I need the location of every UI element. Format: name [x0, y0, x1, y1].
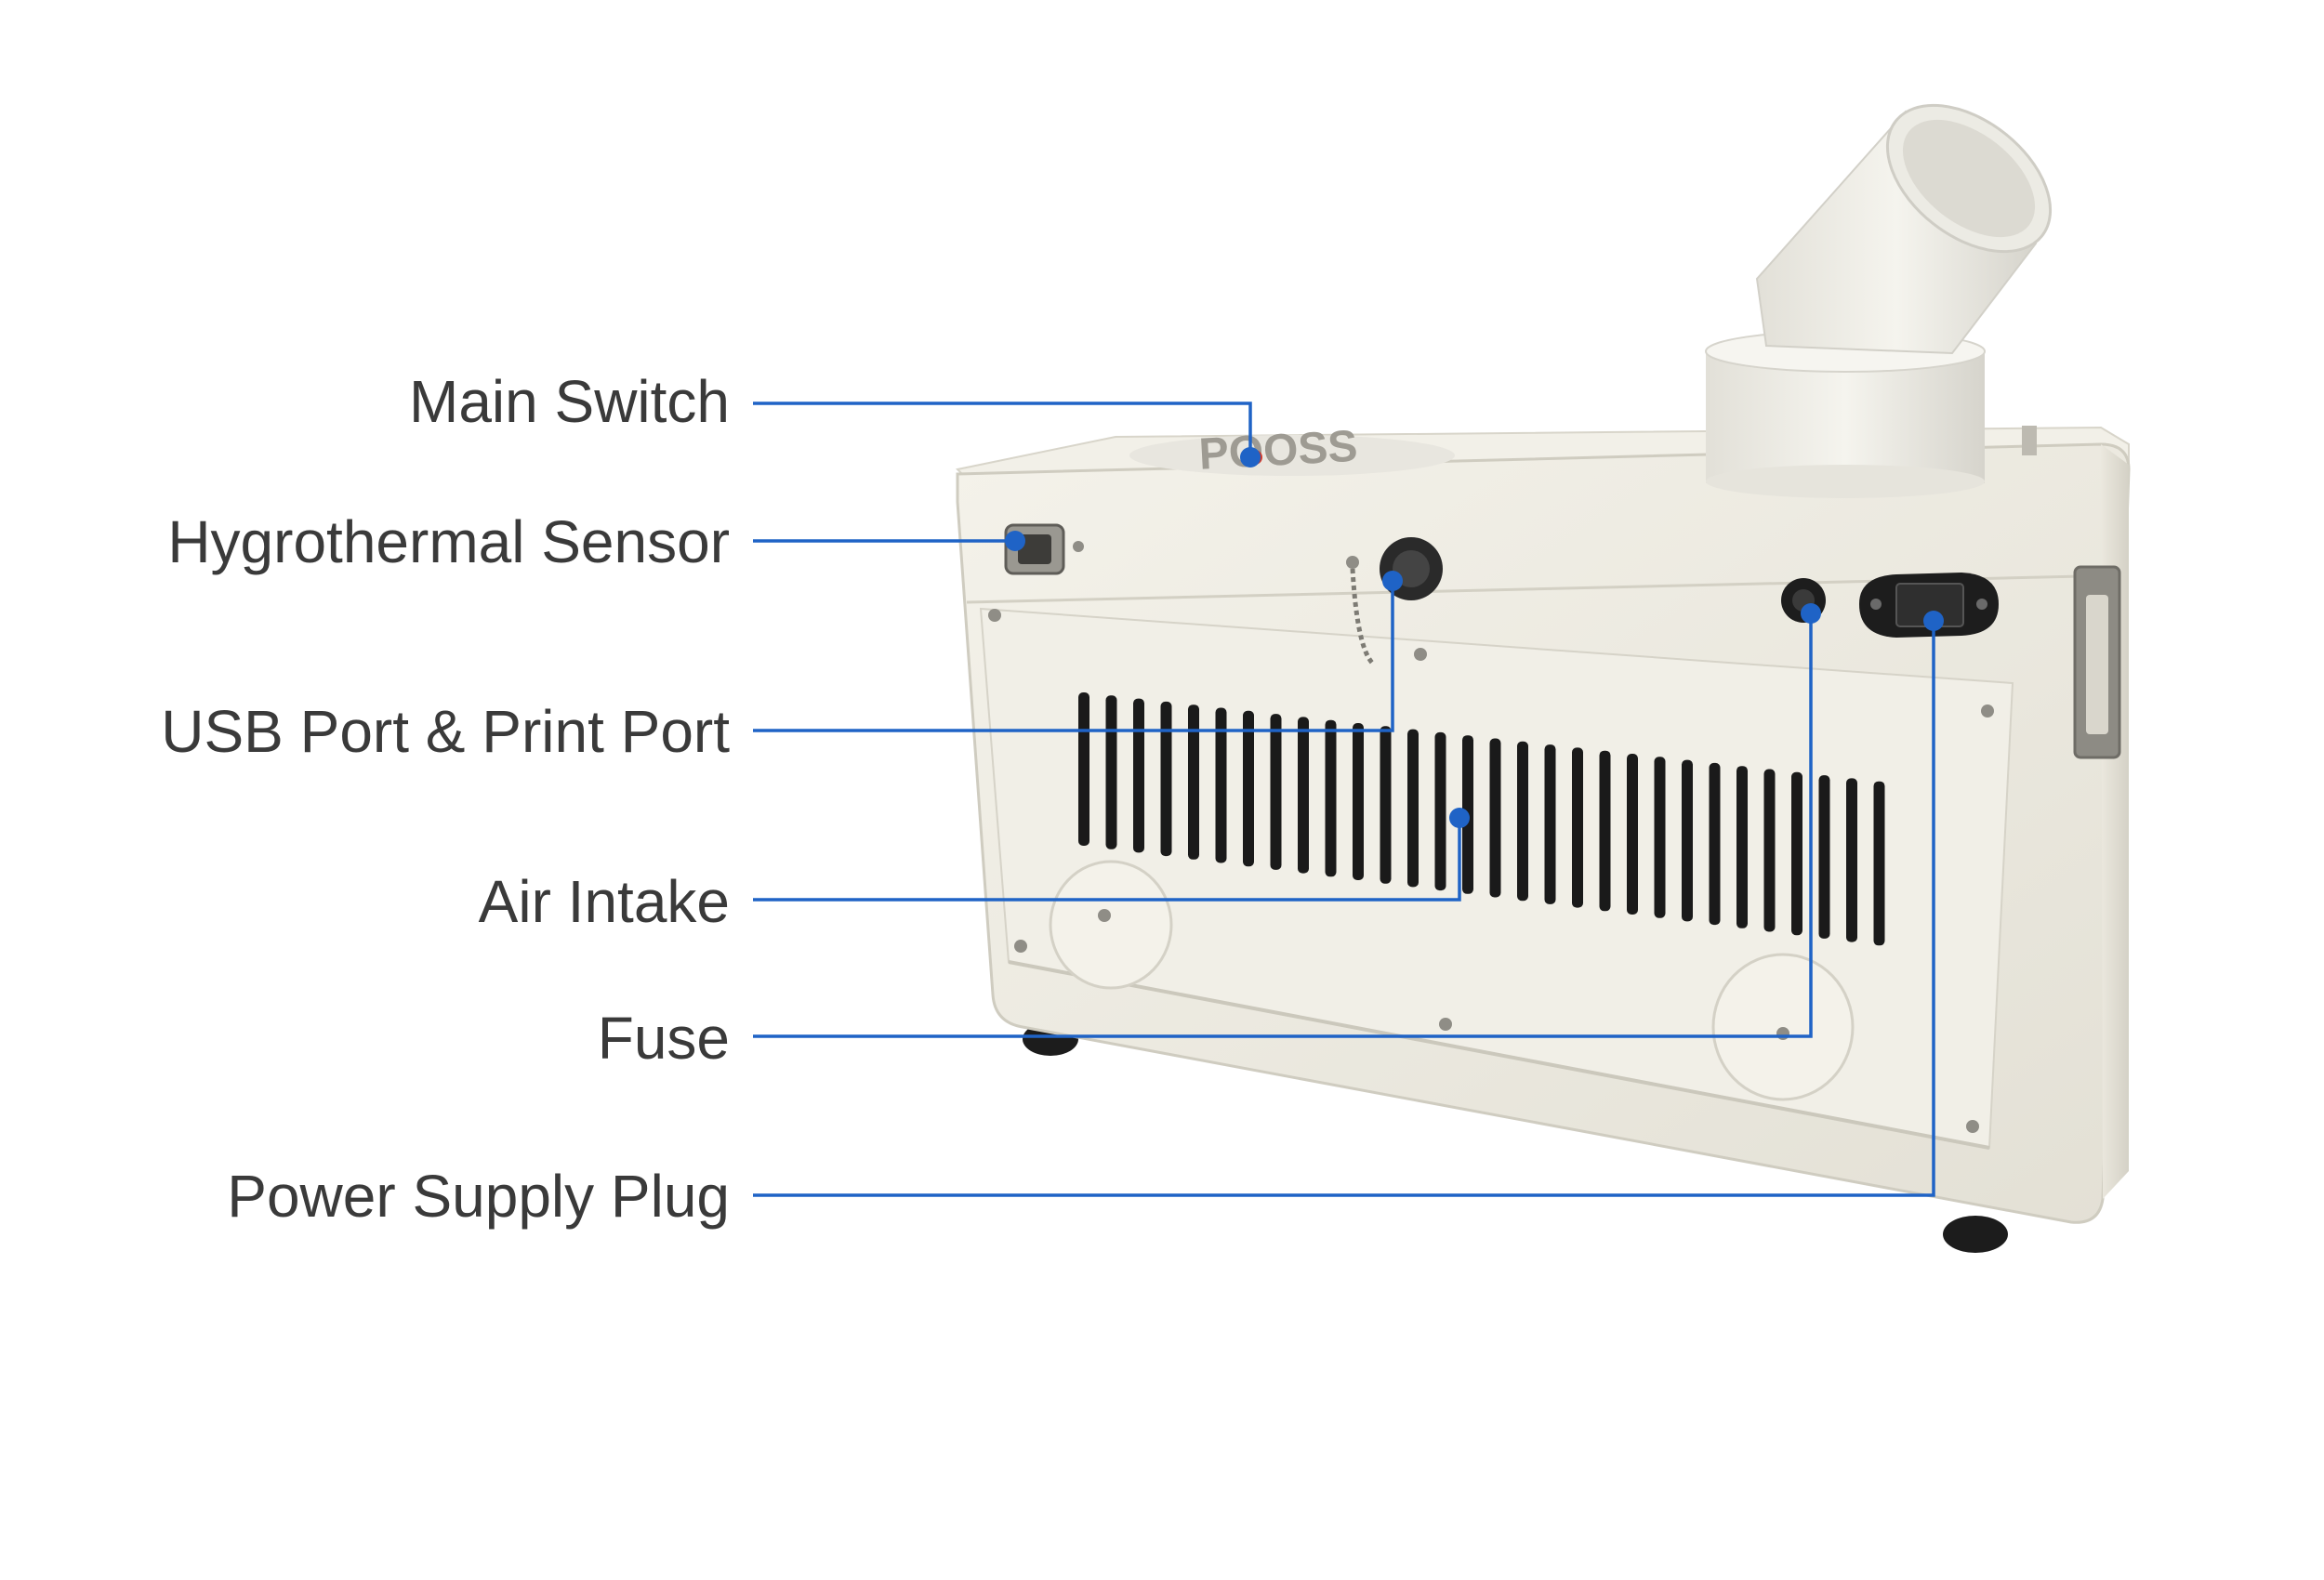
vent-slot	[1736, 766, 1748, 928]
leader-fuse-dot	[1801, 603, 1821, 624]
pipe-opening-inner	[1902, 119, 2036, 238]
vent-slot	[1298, 717, 1309, 874]
screw	[988, 609, 1001, 622]
filter-cap-left	[1049, 860, 1173, 990]
leader-air-intake	[753, 818, 1461, 902]
screw	[1439, 1018, 1452, 1031]
vent-slot	[1818, 775, 1830, 939]
vent-slot	[1353, 723, 1364, 880]
vent-slot	[1517, 741, 1528, 902]
vent-slot	[1627, 754, 1638, 915]
vent-slot	[1682, 759, 1693, 922]
leader-usb-print-port	[753, 581, 1394, 732]
screw	[1776, 1027, 1789, 1040]
top-post	[2022, 426, 2037, 455]
vent-slot	[1078, 692, 1089, 846]
leader-power-supply-plug-dot	[1923, 611, 1944, 631]
vent-slot	[1105, 695, 1117, 849]
vent-slot	[1188, 704, 1199, 860]
leader-usb-print-port-dot	[1382, 571, 1403, 591]
vent-slot	[1846, 778, 1857, 942]
pipe-base-bottom	[1706, 465, 1985, 498]
top-logo-marking: POOSS	[1197, 422, 1358, 480]
vent-slot	[1270, 714, 1282, 870]
vent-slot	[1325, 719, 1337, 877]
leader-main-switch	[753, 402, 1252, 457]
chain	[1350, 568, 1376, 666]
vent-slot	[1434, 731, 1446, 891]
callout-leader-lines	[753, 402, 1944, 1197]
vent-slot	[1572, 747, 1583, 908]
logo-plate	[1129, 435, 1455, 476]
vent-slot	[1407, 729, 1419, 888]
side-handle-inner	[2086, 595, 2108, 734]
vent-slot	[1873, 781, 1885, 946]
vent-slot	[1599, 750, 1611, 912]
vent-slot	[1243, 710, 1254, 867]
label-air-intake: Air Intake	[478, 868, 730, 935]
vent-slot	[1763, 769, 1776, 932]
screw	[1870, 599, 1882, 610]
device-side-panel	[2101, 444, 2129, 1199]
vent-slot	[1654, 757, 1666, 918]
vent-slot	[1791, 771, 1802, 936]
leader-fuse	[753, 613, 1813, 1038]
screw	[1414, 648, 1427, 661]
vent-slot	[1215, 707, 1227, 863]
screw	[1981, 704, 1994, 718]
screw	[1098, 909, 1111, 922]
leader-power-supply-plug	[753, 621, 1935, 1197]
vent-slot	[1709, 762, 1721, 926]
vent-slot	[1380, 726, 1392, 884]
vent-slot	[1544, 744, 1556, 904]
screw	[1014, 940, 1027, 953]
leader-hygrothermal-sensor-dot	[1005, 531, 1025, 551]
vent-slot	[1133, 698, 1144, 853]
screw	[1976, 599, 1987, 610]
screw	[1346, 556, 1359, 569]
foot-right	[1943, 1216, 2008, 1253]
label-hygrothermal-sensor: Hygrothermal Sensor	[167, 508, 730, 575]
hygrothermal-port-inner	[1018, 534, 1051, 564]
vent-slot	[1160, 701, 1172, 857]
bottom-plate-line	[1008, 960, 1990, 1150]
label-fuse: Fuse	[597, 1005, 730, 1072]
screw	[1073, 541, 1084, 552]
leader-main-switch-dot	[1240, 447, 1261, 467]
screw	[1966, 1120, 1979, 1133]
vent-slot	[1489, 738, 1501, 898]
label-main-switch: Main Switch	[409, 368, 730, 435]
label-usb-print-port: USB Port & Print Port	[161, 698, 730, 765]
leader-air-intake-dot	[1449, 808, 1470, 828]
label-power-supply-plug: Power Supply Plug	[227, 1163, 730, 1230]
